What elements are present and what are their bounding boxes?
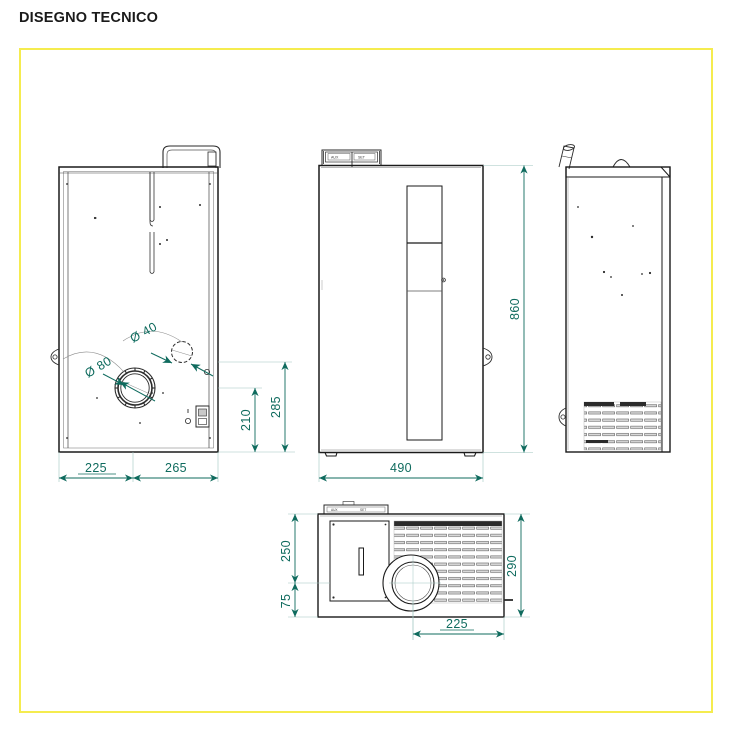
page-title: DISEGNO TECNICO <box>19 10 159 26</box>
drawing-frame <box>19 48 713 713</box>
